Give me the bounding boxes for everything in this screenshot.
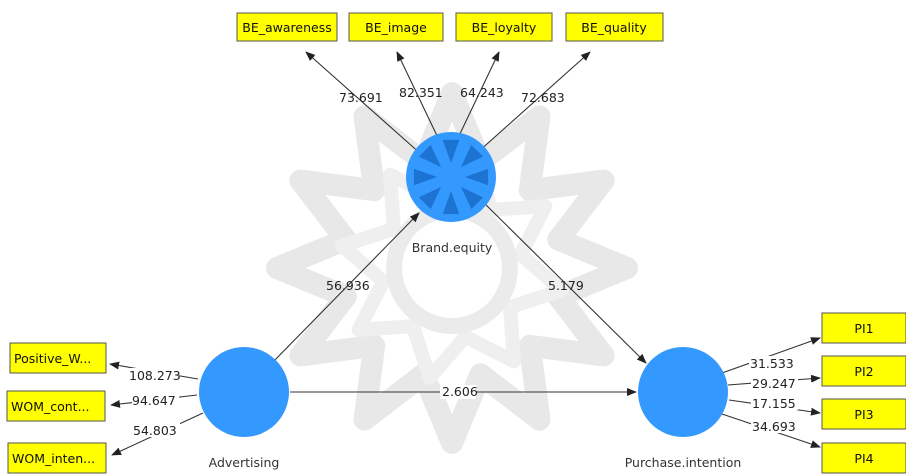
path-advertising-to-brand-equity[interactable] <box>269 212 420 366</box>
indicator-pi4[interactable]: PI4 <box>821 442 906 474</box>
svg-text:WOM_cont...: WOM_cont... <box>11 399 90 414</box>
loading-pi4: 34.693 <box>752 419 796 434</box>
latent-label-brand-equity: Brand.equity <box>412 240 493 255</box>
indicator-wom-intention[interactable]: WOM_inten... <box>7 442 107 474</box>
latent-purchase-intention[interactable] <box>638 347 728 437</box>
loading-pi3: 17.155 <box>752 396 796 411</box>
path-value-brand-equity-to-purchase-intention: 5.179 <box>548 278 584 293</box>
indicator-be-image[interactable]: BE_image <box>348 12 444 42</box>
indicator-wom-content[interactable]: WOM_cont... <box>6 390 106 422</box>
brand-equity-loading-labels: 73.691 82.351 64.243 72.683 <box>339 85 565 105</box>
path-value-advertising-to-brand-equity: 56.936 <box>326 278 370 293</box>
advertising-loading-labels: 108.273 94.647 54.803 <box>129 368 181 438</box>
indicator-pi1[interactable]: PI1 <box>821 312 906 344</box>
latent-advertising[interactable] <box>199 347 289 437</box>
indicator-pi3[interactable]: PI3 <box>821 398 906 430</box>
indicator-be-quality[interactable]: BE_quality <box>565 12 664 42</box>
indicator-pi2[interactable]: PI2 <box>821 355 906 387</box>
indicator-be-awareness[interactable]: BE_awareness <box>236 12 338 42</box>
loading-wom-content: 94.647 <box>132 393 176 408</box>
loading-be-quality: 72.683 <box>521 90 565 105</box>
svg-text:PI3: PI3 <box>854 407 873 422</box>
loading-be-loyalty: 64.243 <box>460 85 504 100</box>
loading-pi1: 31.533 <box>750 356 794 371</box>
svg-text:BE_quality: BE_quality <box>581 20 647 35</box>
loading-pi2: 29.247 <box>752 376 796 391</box>
svg-text:Positive_W...: Positive_W... <box>14 351 91 366</box>
indicator-be-loyalty[interactable]: BE_loyalty <box>455 12 553 42</box>
svg-text:PI1: PI1 <box>854 321 873 336</box>
latent-brand-equity[interactable] <box>406 132 496 222</box>
brand-equity-indicator-arrows <box>305 51 591 156</box>
svg-text:WOM_inten...: WOM_inten... <box>12 451 95 466</box>
svg-text:PI4: PI4 <box>854 451 873 466</box>
latent-label-advertising: Advertising <box>209 455 280 470</box>
svg-text:BE_image: BE_image <box>365 20 427 35</box>
path-coefficient-labels: 56.936 5.179 2.606 <box>326 278 584 399</box>
svg-text:PI2: PI2 <box>854 364 873 379</box>
loading-be-image: 82.351 <box>399 85 443 100</box>
path-value-advertising-to-purchase-intention: 2.606 <box>442 384 478 399</box>
loading-be-awareness: 73.691 <box>339 90 383 105</box>
selection-pattern-icon <box>413 139 489 215</box>
indicator-positive-wom[interactable]: Positive_W... <box>9 342 107 374</box>
latent-label-purchase-intention: Purchase.intention <box>625 455 742 470</box>
watermark-logo <box>266 82 638 454</box>
purchase-intention-loading-labels: 31.533 29.247 17.155 34.693 <box>749 356 798 434</box>
loading-wom-intention: 54.803 <box>133 423 177 438</box>
svg-text:BE_awareness: BE_awareness <box>242 20 331 35</box>
svg-text:BE_loyalty: BE_loyalty <box>472 20 537 35</box>
loading-positive-wom: 108.273 <box>129 368 181 383</box>
path-brand-equity-to-purchase-intention[interactable] <box>480 199 647 364</box>
